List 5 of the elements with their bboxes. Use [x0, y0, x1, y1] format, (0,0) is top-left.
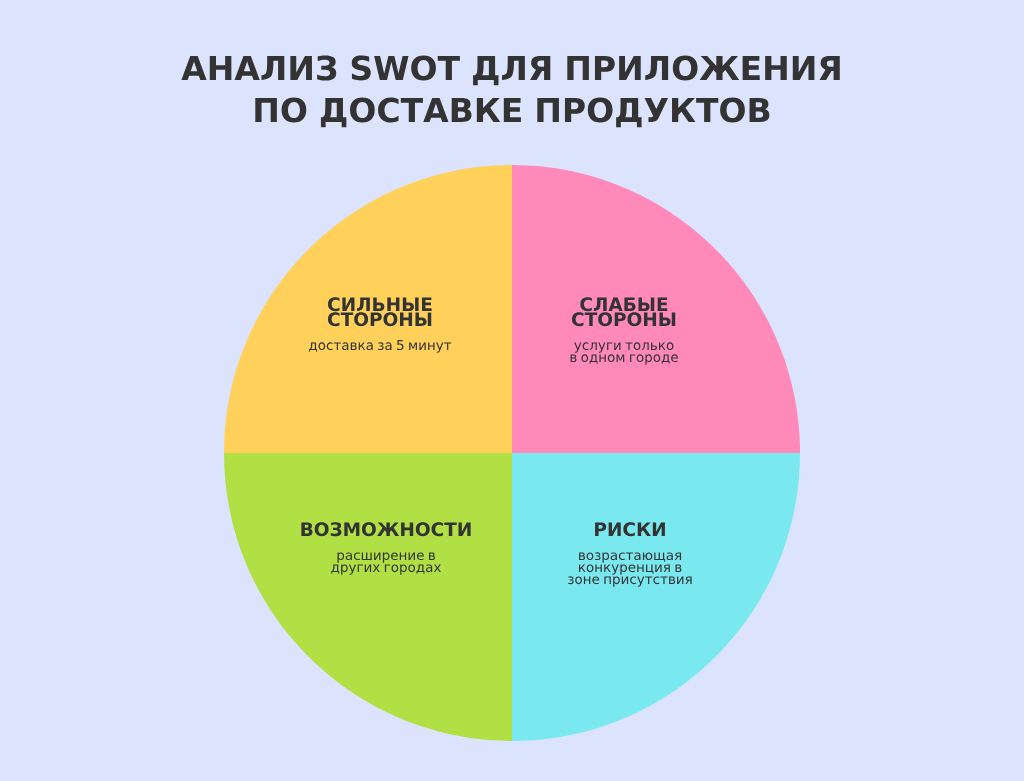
quadrant: ВОЗМОЖНОСТИ расширение в других городах	[224, 453, 512, 741]
quadrant: СЛАБЫЕ СТОРОНЫ услуги только в одном городе	[512, 165, 800, 453]
title: АНАЛИЗ SWOT ДЛЯ ПРИЛОЖЕНИЯ ПО ДОСТАВКЕ ПРОДУКТОВ	[181, 55, 840, 128]
quadrant: СИЛЬНЫЕ СТОРОНЫ доставка за 5 минут	[224, 165, 512, 453]
quadrant: РИСКИ возрастающая конкуренция в зоне присутствия	[512, 453, 800, 741]
